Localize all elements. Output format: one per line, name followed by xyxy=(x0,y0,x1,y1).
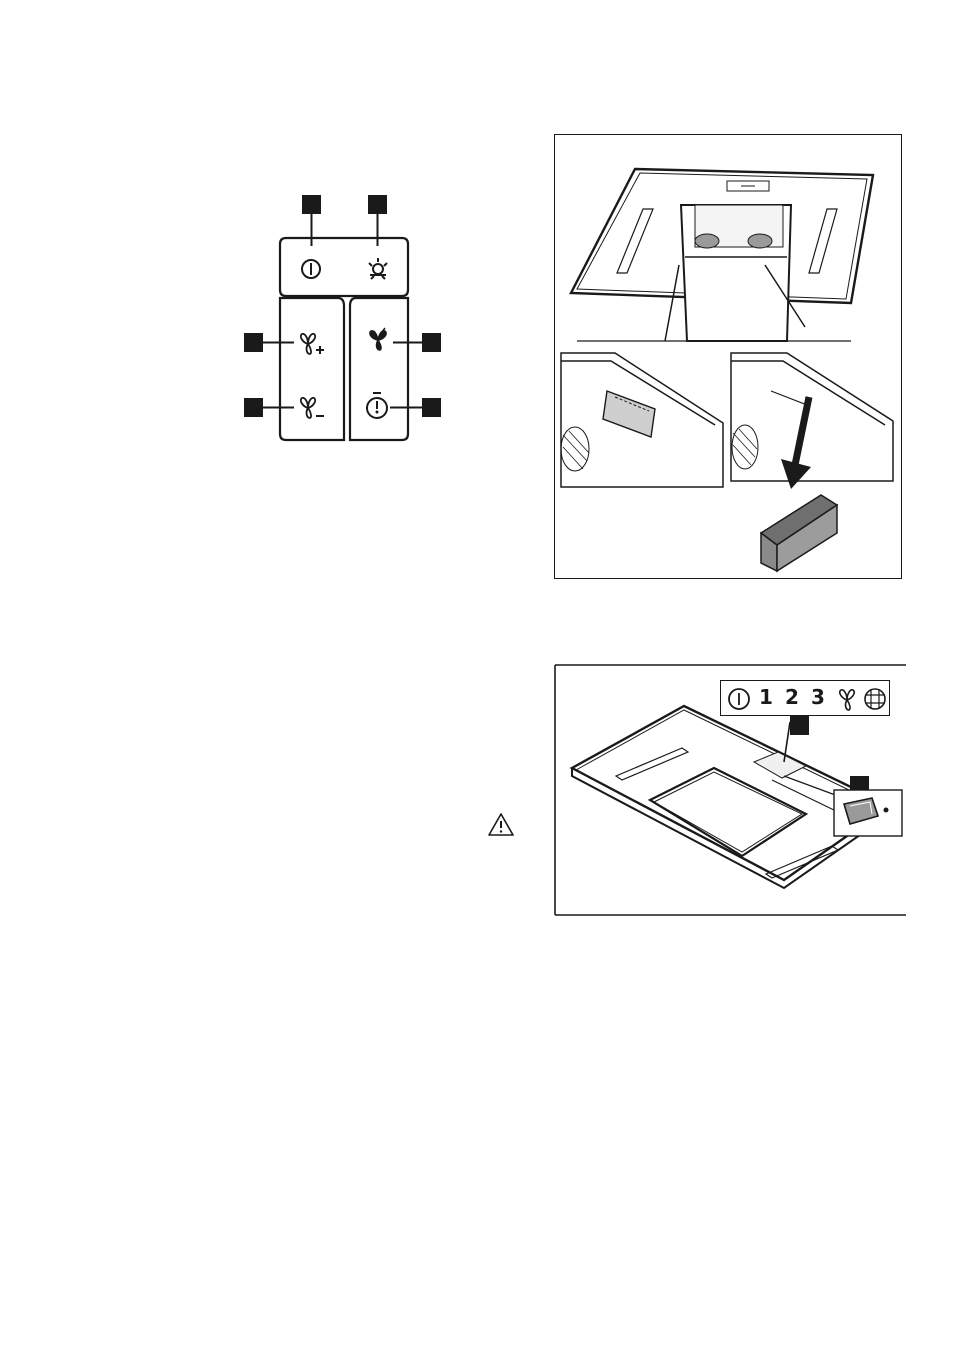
callout-marker-5 xyxy=(422,333,441,352)
callout-marker-2 xyxy=(368,195,387,214)
callout-marker-1 xyxy=(302,195,321,214)
timer-icon[interactable] xyxy=(367,393,387,418)
callout-marker-indicator xyxy=(790,716,809,735)
level-2-label: 2 xyxy=(785,685,799,709)
power-icon[interactable] xyxy=(302,260,320,278)
hood-filter-removal-illustration xyxy=(555,135,900,577)
fan-plus-icon[interactable] xyxy=(301,334,324,354)
filter-removal-figure xyxy=(554,134,902,579)
fan-icon xyxy=(840,690,854,710)
indicator-figure: 1 2 3 xyxy=(554,664,906,916)
level-1-label: 1 xyxy=(759,685,773,709)
level-3-label: 3 xyxy=(811,685,825,709)
light-icon[interactable] xyxy=(369,258,387,279)
indicator-strip: 1 2 3 xyxy=(720,680,890,716)
fan-minus-icon[interactable] xyxy=(301,398,324,418)
callout-marker-3 xyxy=(244,333,263,352)
grease-filter-icon xyxy=(865,689,885,709)
callout-marker-4 xyxy=(244,398,263,417)
fan-boost-icon[interactable] xyxy=(370,328,386,350)
control-panel-figure xyxy=(238,190,448,450)
power-icon xyxy=(729,689,749,709)
callout-marker-6 xyxy=(422,398,441,417)
warning-triangle-icon xyxy=(487,812,515,838)
